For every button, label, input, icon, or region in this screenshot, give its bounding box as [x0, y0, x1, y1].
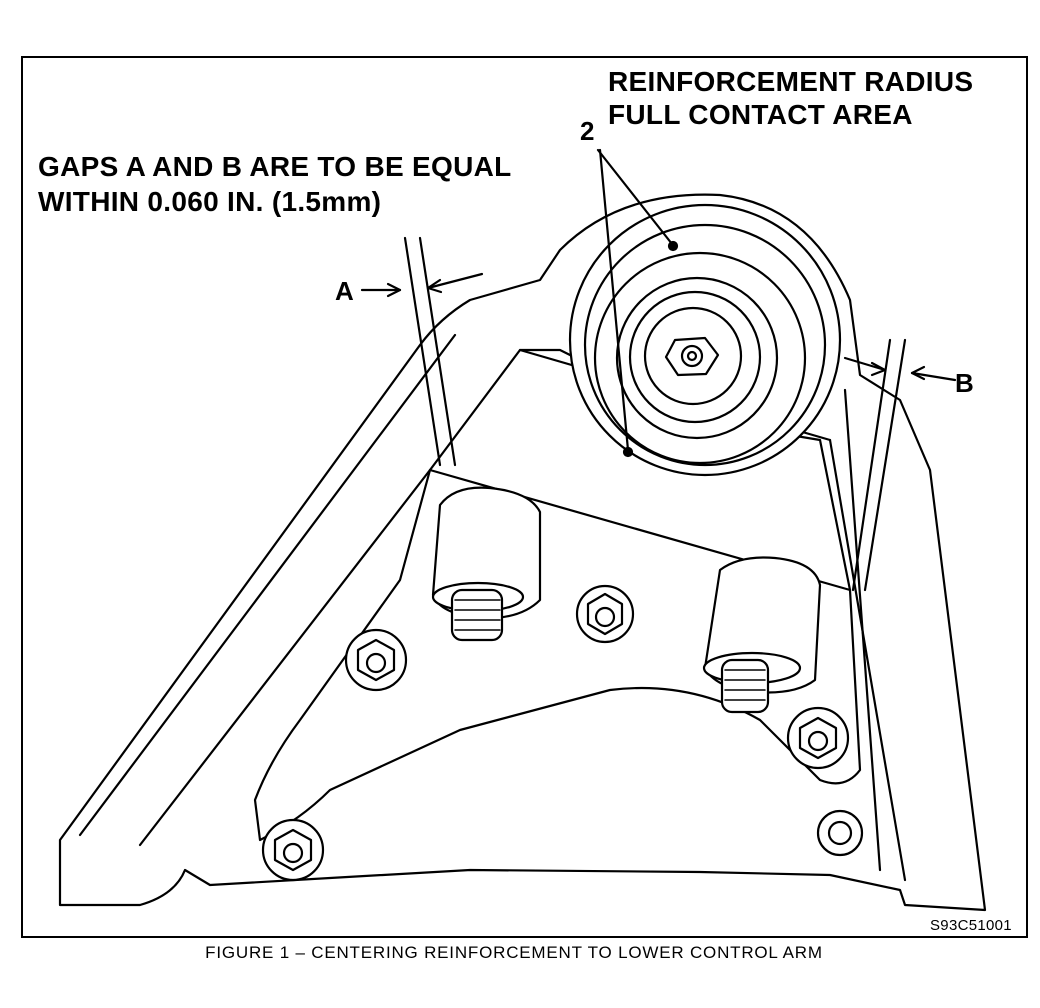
bushing-ring-5 — [628, 290, 762, 424]
gap-a-line-1 — [403, 236, 442, 467]
callout-leader-2 — [598, 148, 630, 452]
bolt-1 — [344, 628, 408, 692]
center-nut — [664, 336, 720, 377]
arm-hole — [816, 809, 864, 857]
callout-title-line-2: FULL CONTACT AREA — [608, 99, 913, 130]
stud-left — [431, 486, 542, 642]
gap-b-arrow-left — [843, 356, 887, 372]
gap-a-label: A — [335, 276, 354, 306]
stud-right — [702, 556, 822, 714]
gap-b-line-2 — [863, 338, 907, 592]
figure-code: S93C51001 — [930, 917, 1012, 934]
callout-title-line-1: REINFORCEMENT RADIUS — [608, 66, 974, 97]
arm-inner-edge-2 — [138, 468, 432, 847]
figure-caption: FIGURE 1 – CENTERING REINFORCEMENT TO LO… — [205, 943, 823, 962]
arm-inner-edge — [78, 333, 457, 837]
bolt-2 — [575, 584, 635, 644]
gap-b-label: B — [955, 368, 974, 398]
bushing-ring-4 — [615, 276, 779, 440]
bolt-4 — [261, 818, 325, 882]
arm-right-edge-2 — [828, 438, 907, 882]
gap-a-line-2 — [418, 236, 457, 467]
gap-a-arrow-right — [426, 272, 484, 290]
note-line-2: WITHIN 0.060 IN. (1.5mm) — [38, 186, 382, 217]
callout-leader-1 — [596, 148, 674, 246]
note-line-1: GAPS A AND B ARE TO BE EQUAL — [38, 151, 512, 182]
callout-number: 2 — [580, 116, 595, 146]
bushing-ring-3 — [593, 251, 807, 465]
gap-b-arrow-right — [910, 371, 957, 382]
bolt-3 — [786, 706, 850, 770]
bushing-ring-2 — [583, 223, 827, 467]
gap-b-line-1 — [851, 338, 892, 592]
